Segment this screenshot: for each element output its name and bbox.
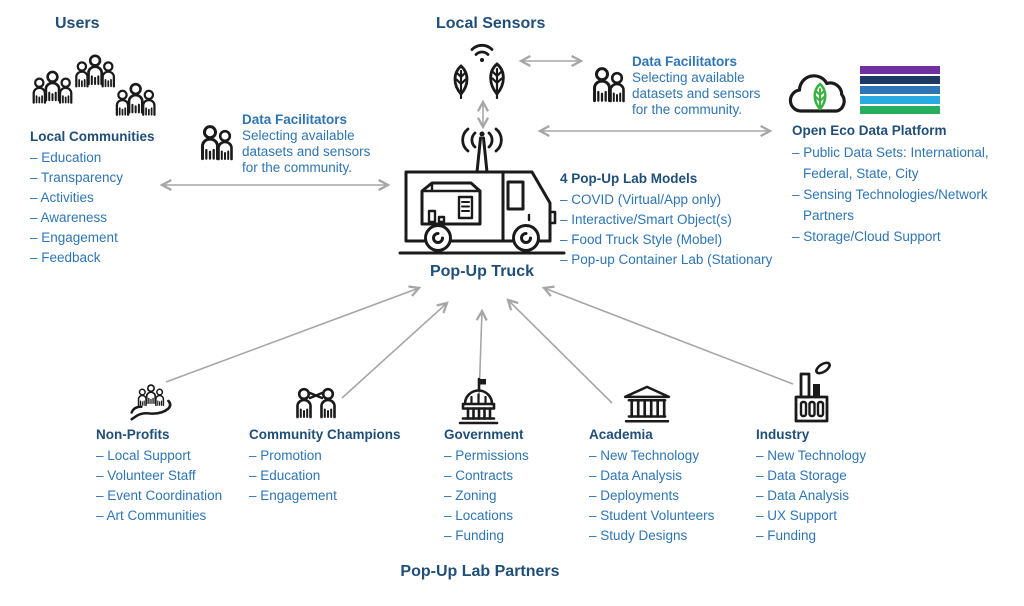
list-item: – Interactive/Smart Object(s): [560, 212, 732, 227]
platform-list: – Public Data Sets: International, Feder…: [792, 142, 1016, 247]
partner-list-industry: – New Technology – Data Storage – Data A…: [756, 446, 866, 546]
list-item: – Contracts: [444, 468, 514, 483]
list-item: – New Technology: [756, 448, 867, 463]
arrow-nonprofits-truck: [165, 285, 422, 383]
capitol-building-icon: [458, 377, 499, 425]
list-item: – Permissions: [444, 448, 529, 463]
users-title: Users: [55, 15, 100, 32]
list-item: – Education: [30, 150, 102, 165]
list-item: – Data Storage: [756, 468, 847, 483]
list-item: – Feedback: [30, 250, 101, 265]
facilitators-line: for the community.: [632, 102, 743, 117]
partner-name-champions: Community Champions: [249, 427, 401, 442]
facilitators-left-text: Data Facilitators Selecting available da…: [242, 111, 370, 176]
facilitators-line: Selecting available: [632, 70, 745, 85]
list-item: – Pop-up Container Lab (Stationary: [560, 252, 773, 267]
list-item: – Funding: [756, 528, 817, 543]
people-crowd-icon: [32, 54, 156, 116]
list-item: – Engagement: [30, 230, 118, 245]
pop-up-truck-label: Pop-Up Truck: [429, 263, 534, 280]
facilitators-right-text: Data Facilitators Selecting available da…: [632, 53, 760, 118]
list-item: – Study Designs: [589, 528, 688, 543]
facilitators-line: for the community.: [242, 160, 353, 175]
list-item: – Data Analysis: [756, 488, 850, 503]
lab-models-heading: 4 Pop-Up Lab Models: [560, 171, 698, 186]
local-communities-list: – Education – Transparency – Activities …: [30, 148, 123, 268]
local-communities-heading: Local Communities: [30, 129, 155, 144]
facilitators-heading: Data Facilitators: [242, 112, 348, 127]
list-item: – Funding: [444, 528, 505, 543]
list-item: – Event Coordination: [96, 488, 223, 503]
partners-title: Pop-Up Lab Partners: [400, 563, 560, 580]
list-item: – Promotion: [249, 448, 322, 463]
facilitators-line: Selecting available: [242, 128, 355, 143]
bar: [860, 86, 940, 94]
list-item: – New Technology: [589, 448, 700, 463]
partner-list-academia: – New Technology – Data Analysis – Deplo…: [589, 446, 714, 546]
list-item: – UX Support: [756, 508, 838, 523]
list-item: – Art Communities: [96, 508, 207, 523]
bar: [860, 106, 940, 114]
partner-name-industry: Industry: [756, 427, 810, 442]
partner-name-nonprofits: Non-Profits: [96, 427, 170, 442]
platform-heading: Open Eco Data Platform: [792, 123, 947, 138]
list-item: – Food Truck Style (Mobel): [560, 232, 723, 247]
arrow-industry-truck: [541, 285, 794, 385]
list-item: – Volunteer Staff: [96, 468, 196, 483]
list-item: – Sensing Technologies/Network Partners: [792, 187, 988, 223]
arrow-champions-truck: [341, 301, 449, 399]
partner-list-government: – Permissions – Contracts – Zoning – Loc…: [444, 446, 529, 546]
eco-cloud-leaf-icon: [788, 74, 846, 113]
popup-truck-antenna-icon: [398, 127, 566, 255]
list-item: – Locations: [444, 508, 514, 523]
list-item: – Transparency: [30, 170, 124, 185]
bar: [860, 96, 940, 104]
list-item: – Local Support: [96, 448, 191, 463]
partner-name-government: Government: [444, 427, 524, 442]
list-item: – Education: [249, 468, 321, 483]
bar: [860, 66, 940, 74]
list-item: – Activities: [30, 190, 94, 205]
list-item: – Public Data Sets: International, Feder…: [792, 145, 989, 181]
list-item: – Storage/Cloud Support: [792, 229, 941, 244]
facilitators-line: datasets and sensors: [242, 144, 371, 159]
partner-list-champions: – Promotion – Education – Engagement: [249, 446, 337, 506]
list-item: – Awareness: [30, 210, 108, 225]
local-sensors-title: Local Sensors: [436, 15, 546, 32]
facilitators-line: datasets and sensors: [632, 86, 761, 101]
factory-icon: [794, 361, 831, 423]
list-item: – COVID (Virtual/App only): [560, 192, 722, 207]
lab-models-list: – COVID (Virtual/App only) – Interactive…: [560, 190, 772, 270]
university-building-icon: [623, 385, 671, 423]
list-item: – Data Analysis: [589, 468, 683, 483]
arrow-academia-truck: [506, 298, 613, 404]
partner-name-academia: Academia: [589, 427, 653, 442]
data-bars-icon: [860, 66, 940, 114]
people-handshake-icon: [296, 387, 336, 419]
two-people-icon: [593, 67, 625, 103]
two-people-icon: [201, 125, 233, 161]
list-item: – Student Volunteers: [589, 508, 715, 523]
list-item: – Engagement: [249, 488, 337, 503]
partner-list-nonprofits: – Local Support – Volunteer Staff – Even…: [96, 446, 222, 526]
list-item: – Deployments: [589, 488, 680, 503]
hand-holding-people-icon: [130, 384, 172, 421]
facilitators-heading: Data Facilitators: [632, 54, 738, 69]
bar: [860, 76, 940, 84]
list-item: – Zoning: [444, 488, 497, 503]
leaf-sensors-wifi-icon: [453, 43, 505, 100]
